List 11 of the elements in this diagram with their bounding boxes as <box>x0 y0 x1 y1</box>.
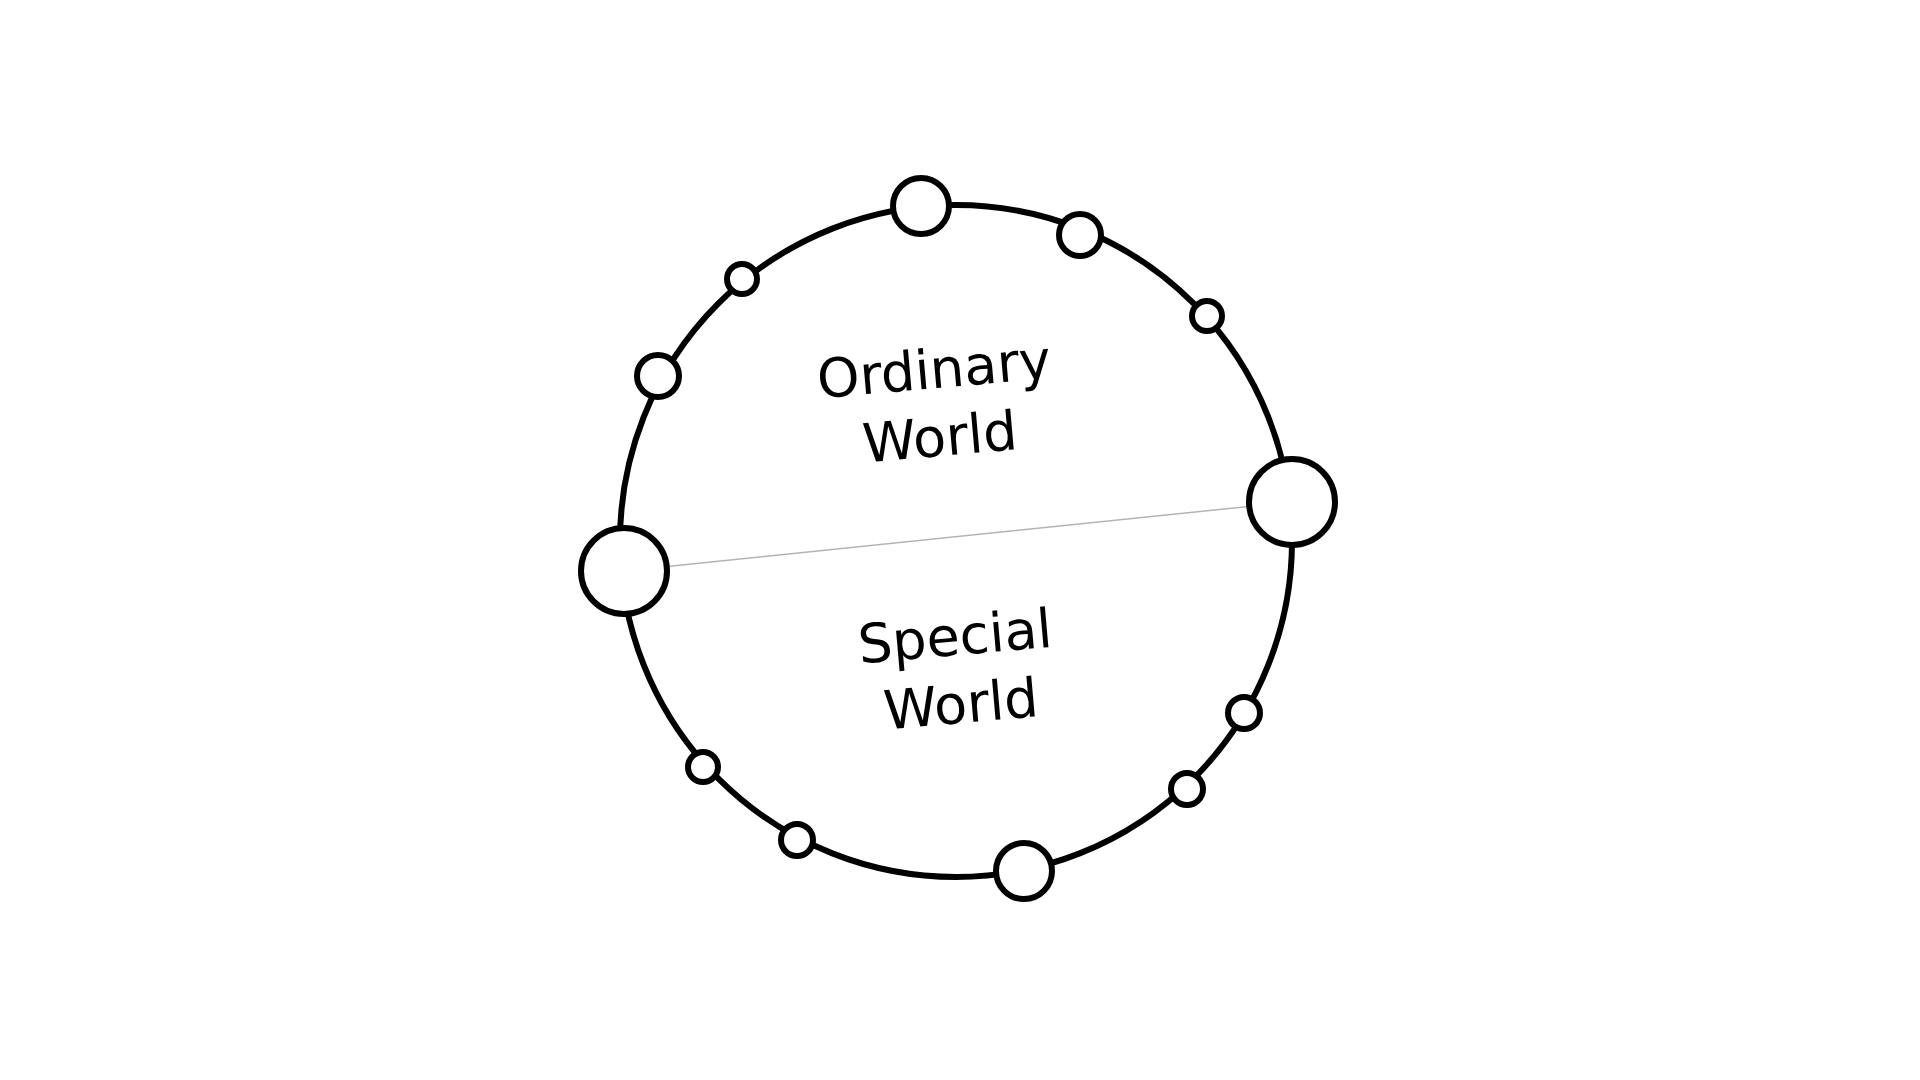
region-label: Special World <box>854 595 1056 744</box>
step-circle <box>1056 211 1104 259</box>
step-circle <box>685 749 721 785</box>
step-circle <box>724 261 760 297</box>
step-circle <box>1168 770 1206 808</box>
step-circle <box>778 821 816 859</box>
step-circle <box>1225 694 1263 732</box>
step-circle <box>634 352 682 400</box>
step-circle <box>1189 298 1225 334</box>
connector-line <box>669 506 1247 567</box>
region-label: Ordinary World <box>813 327 1055 477</box>
